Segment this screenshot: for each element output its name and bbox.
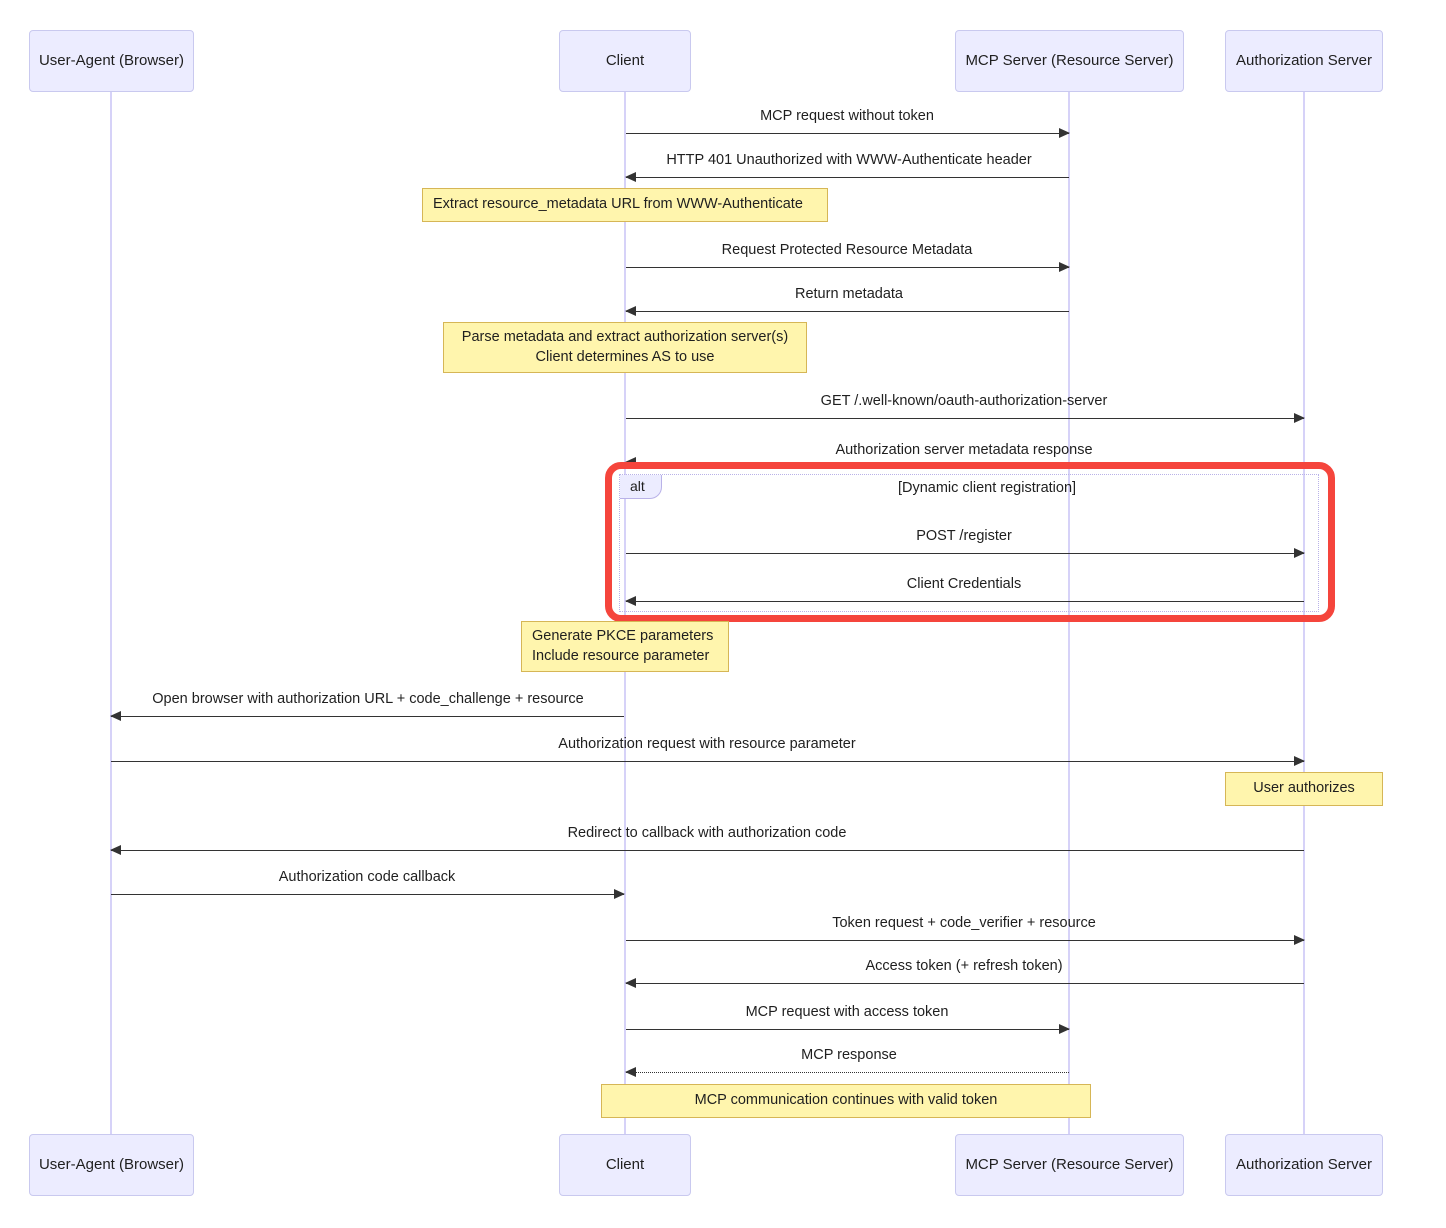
message-line <box>626 601 1304 602</box>
message-label: Access token (+ refresh token) <box>865 958 1063 974</box>
alt-condition-label: [Dynamic client registration] <box>897 480 1077 496</box>
message-line <box>626 1029 1069 1030</box>
message-label: MCP request with access token <box>745 1004 949 1020</box>
message-line <box>111 761 1304 762</box>
message-label: Authorization server metadata response <box>835 442 1093 458</box>
message-label: MCP response <box>801 1047 897 1063</box>
note-parse-metadata: Parse metadata and extract authorization… <box>443 322 807 373</box>
participant-label: Authorization Server <box>1236 1156 1372 1173</box>
message-label: POST /register <box>916 528 1012 544</box>
alt-keyword-tab: alt <box>620 475 662 499</box>
participant-client-top[interactable]: Client <box>559 30 691 92</box>
arrowhead-left-icon <box>625 457 636 467</box>
participant-label: User-Agent (Browser) <box>38 52 185 69</box>
message-line-dotted <box>626 1072 1069 1073</box>
message-label: MCP request without token <box>760 108 934 124</box>
participant-authorization-server-top[interactable]: Authorization Server <box>1225 30 1383 92</box>
arrowhead-right-icon <box>614 889 625 899</box>
participant-user-agent-top[interactable]: User-Agent (Browser) <box>29 30 194 92</box>
participant-client-bottom[interactable]: Client <box>559 1134 691 1196</box>
participant-authorization-server-bottom[interactable]: Authorization Server <box>1225 1134 1383 1196</box>
message-label: Request Protected Resource Metadata <box>721 242 973 258</box>
arrowhead-right-icon <box>1294 935 1305 945</box>
note-mcp-communication-continues: MCP communication continues with valid t… <box>601 1084 1091 1118</box>
message-line <box>111 716 624 717</box>
message-label: GET /.well-known/oauth-authorization-ser… <box>820 393 1108 409</box>
arrowhead-left-icon <box>625 306 636 316</box>
participant-label: MCP Server (Resource Server) <box>965 1156 1174 1173</box>
arrowhead-right-icon <box>1059 128 1070 138</box>
note-line: User authorizes <box>1253 780 1355 797</box>
lifeline-user-agent <box>110 92 112 1139</box>
message-label: Open browser with authorization URL + co… <box>152 691 584 707</box>
arrowhead-right-icon <box>1294 413 1305 423</box>
message-line <box>626 553 1304 554</box>
arrowhead-left-icon <box>110 711 121 721</box>
message-label: Token request + code_verifier + resource <box>832 915 1096 931</box>
arrowhead-left-icon <box>625 1067 636 1077</box>
arrowhead-right-icon <box>1294 756 1305 766</box>
message-label: Client Credentials <box>906 576 1022 592</box>
participant-label: MCP Server (Resource Server) <box>965 52 1174 69</box>
participant-label: User-Agent (Browser) <box>38 1156 185 1173</box>
note-line: Include resource parameter <box>532 647 710 664</box>
message-line <box>626 462 1304 463</box>
arrowhead-right-icon <box>1059 262 1070 272</box>
message-label: Redirect to callback with authorization … <box>567 825 847 841</box>
message-line <box>111 894 624 895</box>
message-line <box>626 311 1069 312</box>
message-label: Authorization code callback <box>278 869 456 885</box>
participant-label: Client <box>605 1156 645 1173</box>
message-label: Authorization request with resource para… <box>558 736 856 752</box>
participant-mcp-server-bottom[interactable]: MCP Server (Resource Server) <box>955 1134 1184 1196</box>
note-line: MCP communication continues with valid t… <box>694 1092 998 1109</box>
message-line <box>626 418 1304 419</box>
arrowhead-left-icon <box>625 596 636 606</box>
note-line: Generate PKCE parameters <box>532 627 714 644</box>
arrowhead-left-icon <box>110 845 121 855</box>
message-line <box>626 267 1069 268</box>
arrowhead-left-icon <box>625 172 636 182</box>
alt-fragment-dynamic-client-registration: alt <box>619 474 1319 612</box>
lifeline-mcp-server <box>1068 92 1070 1139</box>
note-user-authorizes: User authorizes <box>1225 772 1383 806</box>
participant-user-agent-bottom[interactable]: User-Agent (Browser) <box>29 1134 194 1196</box>
arrowhead-right-icon <box>1059 1024 1070 1034</box>
lifeline-authorization-server <box>1303 92 1305 1139</box>
participant-label: Authorization Server <box>1236 52 1372 69</box>
message-line <box>111 850 1304 851</box>
note-generate-pkce-parameters: Generate PKCE parameters Include resourc… <box>521 621 729 672</box>
note-line: Client determines AS to use <box>535 348 715 365</box>
note-extract-resource-metadata: Extract resource_metadata URL from WWW-A… <box>422 188 828 222</box>
message-line <box>626 940 1304 941</box>
message-label: HTTP 401 Unauthorized with WWW-Authentic… <box>666 152 1032 168</box>
note-line: Parse metadata and extract authorization… <box>461 328 789 345</box>
arrowhead-left-icon <box>625 978 636 988</box>
participant-label: Client <box>605 52 645 69</box>
message-line <box>626 983 1304 984</box>
note-line: Extract resource_metadata URL from WWW-A… <box>433 196 803 213</box>
message-line <box>626 133 1069 134</box>
participant-mcp-server-top[interactable]: MCP Server (Resource Server) <box>955 30 1184 92</box>
message-line <box>626 177 1069 178</box>
message-label: Return metadata <box>794 286 904 302</box>
arrowhead-right-icon <box>1294 548 1305 558</box>
